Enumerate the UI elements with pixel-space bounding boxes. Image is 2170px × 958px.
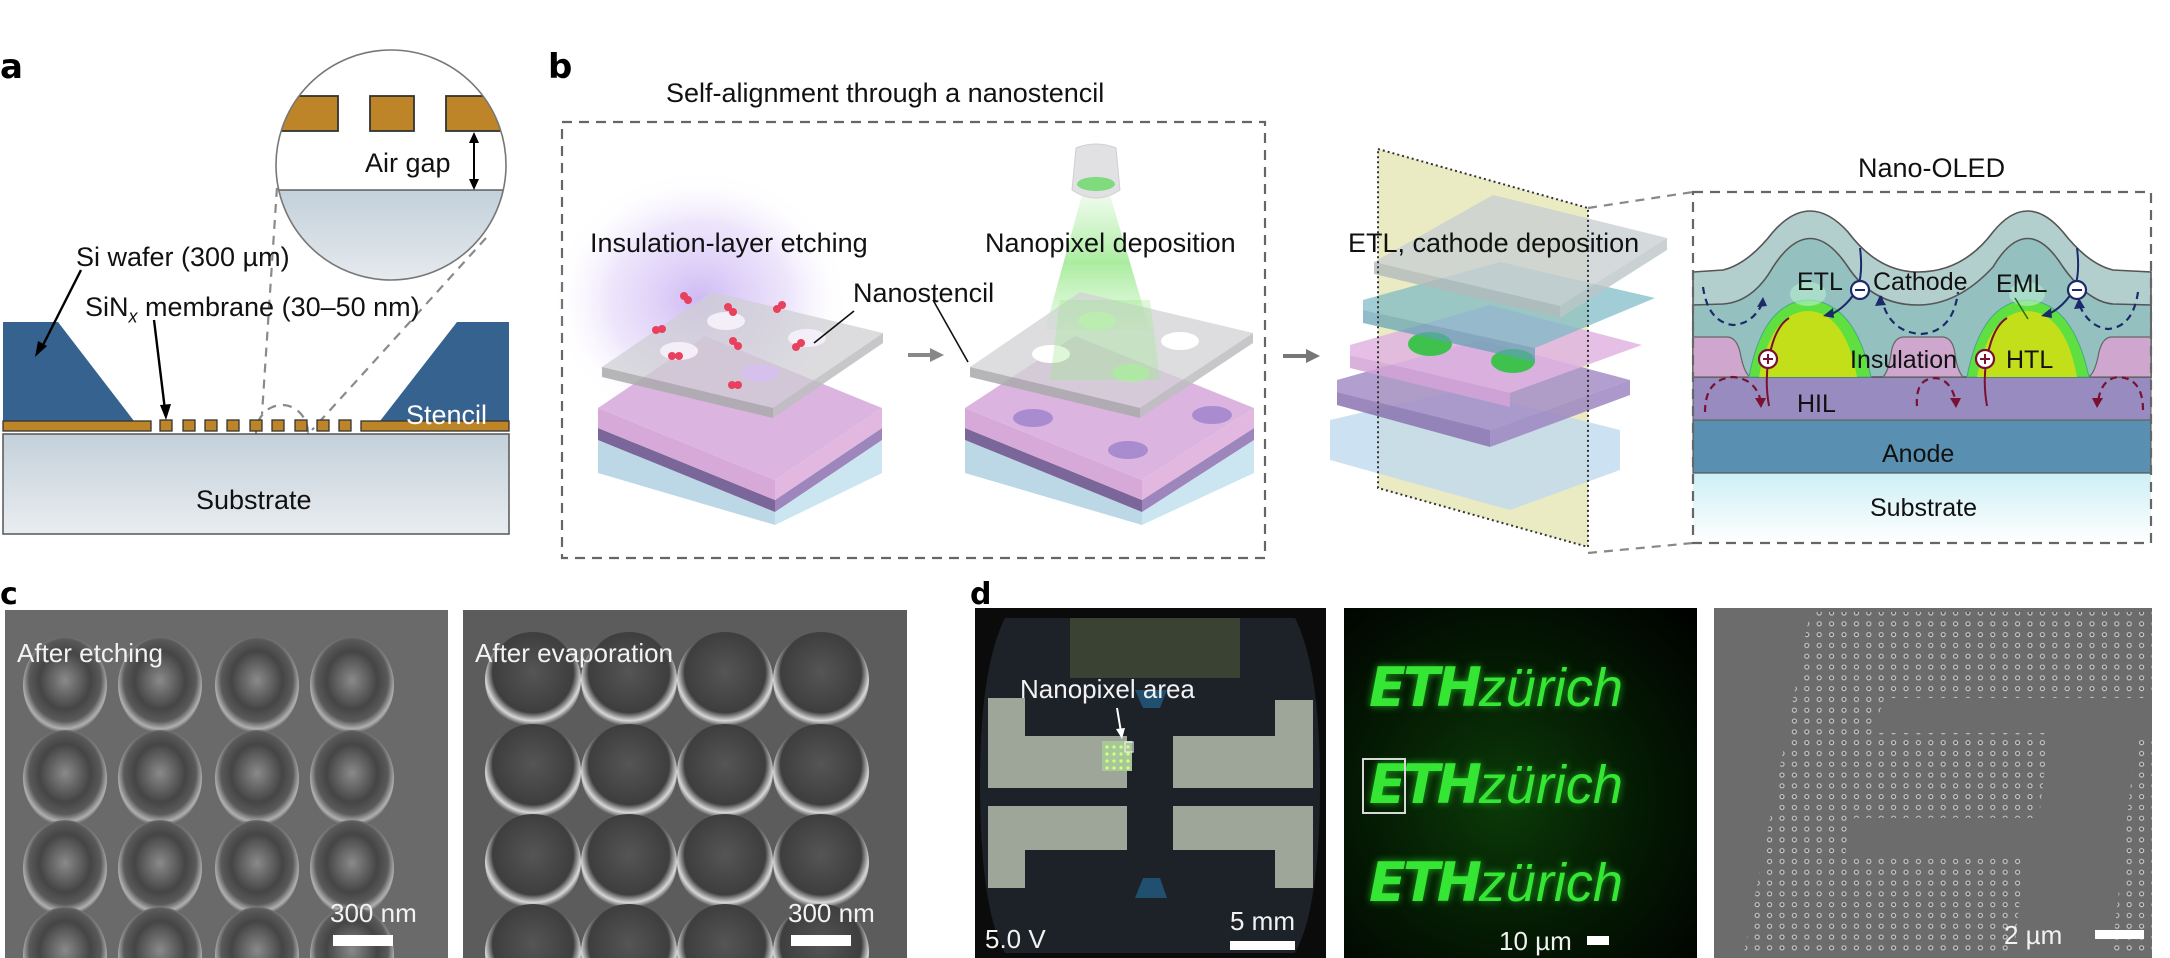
scale-bar-label-d3: 2 µm bbox=[2004, 920, 2063, 950]
eth-light-3: zürich bbox=[1478, 853, 1623, 913]
step-label-deposition: Nanopixel deposition bbox=[985, 228, 1236, 258]
panel-label-a: a bbox=[0, 47, 23, 87]
device-photo: Nanopixel area 5.0 V 5 mm bbox=[975, 608, 1326, 958]
electroluminescence-image: ETHzürich ETHzürich ETHzürich 10 µm bbox=[1344, 608, 1697, 958]
panel-label-c: c bbox=[0, 577, 18, 612]
scale-bar-label-c1: 300 nm bbox=[330, 898, 417, 928]
sem-evaporated-holes bbox=[485, 632, 869, 958]
eth-bold-3: ETH bbox=[1369, 851, 1482, 914]
stack-block-2 bbox=[965, 292, 1254, 525]
eth-light-1: zürich bbox=[1478, 658, 1623, 718]
sinx-membrane-label: SiNx membrane (30–50 nm) bbox=[85, 292, 420, 327]
layer-label-cathode: Cathode bbox=[1873, 268, 1968, 296]
si-wafer-label: Si wafer (300 µm) bbox=[76, 242, 290, 272]
voltage-label: 5.0 V bbox=[985, 924, 1046, 954]
sinx-subscript: x bbox=[128, 306, 138, 327]
nanopixel-area-label: Nanopixel area bbox=[1020, 674, 1195, 704]
eth-bold-1: ETH bbox=[1369, 656, 1482, 719]
substrate-label-a: Substrate bbox=[196, 485, 312, 515]
nano-oled-title: Nano-OLED bbox=[1858, 153, 2006, 183]
eth-logo-row-2: ETHzürich bbox=[1369, 753, 1623, 816]
panel-a-diagram bbox=[2, 49, 510, 535]
nanostencil-label: Nanostencil bbox=[853, 278, 995, 308]
step-label-etl-cathode: ETL, cathode deposition bbox=[1348, 228, 1640, 258]
air-gap-label: Air gap bbox=[365, 148, 451, 178]
panel-label-b: b bbox=[548, 47, 573, 87]
stencil-label: Stencil bbox=[406, 400, 488, 430]
device-layout bbox=[980, 618, 1320, 953]
step-label-etching: Insulation-layer etching bbox=[590, 228, 868, 258]
scale-bar-d2 bbox=[1587, 936, 1609, 945]
layer-label-anode: Anode bbox=[1882, 440, 1955, 468]
eth-bold-2: ETH bbox=[1369, 753, 1482, 816]
eth-logo-row-3: ETHzürich bbox=[1369, 851, 1623, 914]
layer-label-hil: HIL bbox=[1797, 390, 1836, 418]
layer-label-substrate: Substrate bbox=[1870, 494, 1978, 522]
stack-block-3 bbox=[1330, 195, 1667, 510]
eth-logo-row-1: ETHzürich bbox=[1369, 656, 1623, 719]
scale-bar-d3 bbox=[2095, 930, 2144, 939]
caption-after-evaporation: After evaporation bbox=[475, 638, 674, 668]
caption-after-etching: After etching bbox=[17, 638, 163, 668]
sem-nanopixel-array: 2 µm bbox=[1714, 608, 2152, 958]
scale-bar-label-d2: 10 µm bbox=[1499, 926, 1572, 956]
stack-block-1 bbox=[598, 292, 883, 525]
sem-image-after-etching: After etching 300 nm bbox=[5, 610, 448, 958]
eth-light-2: zürich bbox=[1478, 755, 1623, 815]
panel-b-process-diagram bbox=[550, 120, 2153, 560]
panel-label-d: d bbox=[970, 577, 992, 612]
si-wafer-left bbox=[3, 322, 134, 421]
sinx-suffix: membrane (30–50 nm) bbox=[137, 292, 420, 322]
zoom-box-e bbox=[1362, 758, 1406, 814]
layer-label-htl: HTL bbox=[2006, 346, 2054, 374]
sem-etched-holes bbox=[23, 637, 394, 958]
layer-label-eml: EML bbox=[1996, 270, 2048, 298]
nano-oled-cross-section bbox=[1691, 190, 2153, 545]
sem-image-after-evaporation: After evaporation 300 nm bbox=[463, 610, 907, 958]
sinx-prefix: SiN bbox=[85, 292, 129, 322]
scale-bar-c1 bbox=[333, 935, 393, 946]
layer-label-etl: ETL bbox=[1797, 268, 1843, 296]
scale-bar-d1 bbox=[1230, 941, 1295, 950]
si-wafer-right bbox=[380, 322, 509, 421]
scale-bar-label-c2: 300 nm bbox=[788, 898, 875, 928]
scale-bar-label-d1: 5 mm bbox=[1230, 906, 1295, 936]
dot-array-letter-e bbox=[1744, 612, 2152, 953]
scale-bar-c2 bbox=[791, 935, 851, 946]
panel-b-title: Self-alignment through a nanostencil bbox=[666, 78, 1105, 108]
layer-label-insulation: Insulation bbox=[1850, 346, 1958, 374]
